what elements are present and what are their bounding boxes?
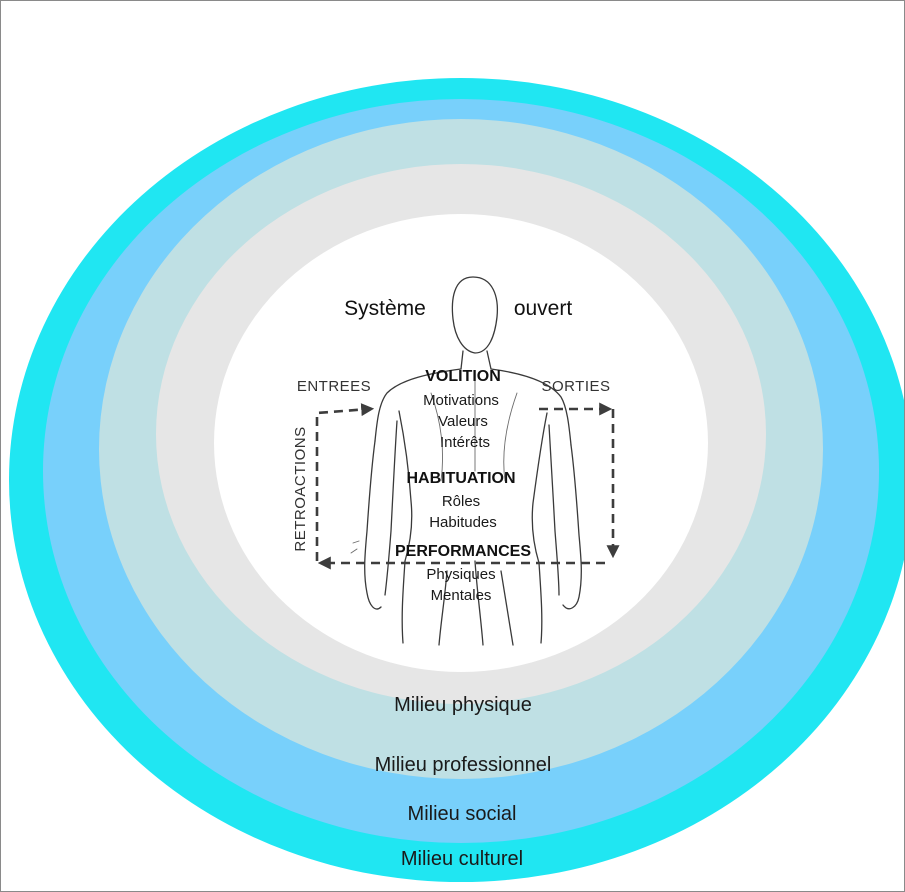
item-interets: Intérêts	[440, 434, 490, 451]
item-mentales: Mentales	[431, 587, 492, 604]
human-figure-icon	[350, 276, 582, 646]
item-motivations: Motivations	[423, 392, 499, 409]
center-disc	[214, 214, 708, 672]
feedback-loop-arrows	[315, 402, 620, 570]
title-ouvert: ouvert	[514, 297, 573, 320]
heading-habituation: HABITUATION	[406, 470, 515, 487]
entrees-arrow	[315, 403, 375, 561]
label-milieu-culturel: Milieu culturel	[401, 848, 523, 870]
item-habitudes: Habitudes	[429, 514, 497, 531]
title-systeme: Système	[344, 297, 426, 320]
label-entrees: ENTREES	[297, 378, 371, 395]
label-milieu-social: Milieu social	[408, 803, 517, 825]
item-valeurs: Valeurs	[438, 413, 488, 430]
label-retroactions: RETROACTIONS	[292, 426, 309, 551]
heading-volition: VOLITION	[425, 368, 501, 385]
label-milieu-professionnel: Milieu professionnel	[375, 754, 552, 776]
item-physiques: Physiques	[426, 566, 495, 583]
heading-performances: PERFORMANCES	[395, 543, 531, 560]
label-milieu-physique: Milieu physique	[394, 694, 532, 716]
item-roles: Rôles	[442, 493, 480, 510]
label-sorties: SORTIES	[541, 378, 610, 395]
